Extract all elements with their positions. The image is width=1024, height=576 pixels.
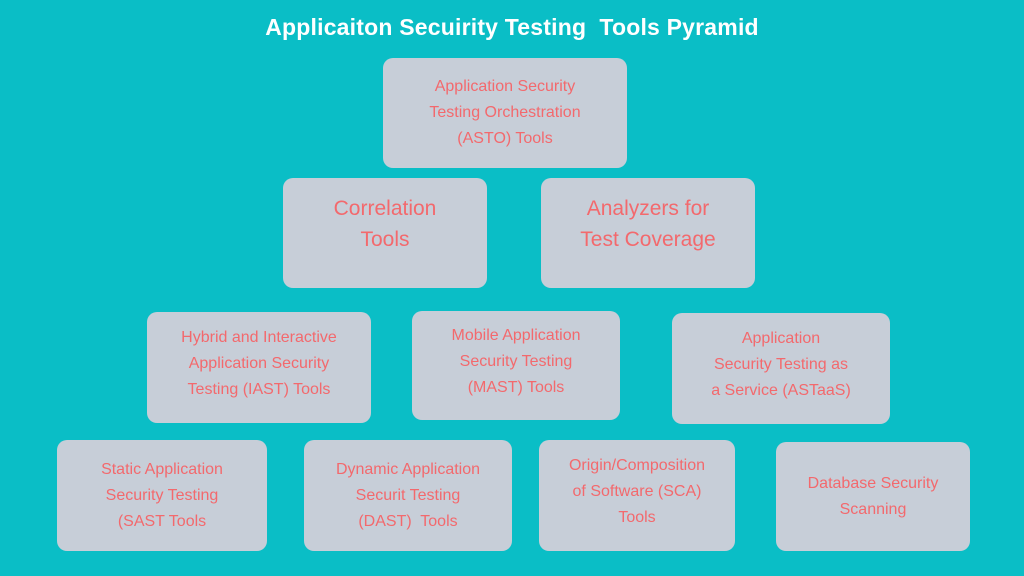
box-label: Mobile Application Security Testing (MAS… [451,326,581,396]
box-label: Application Security Testing as a Servic… [711,329,851,399]
box-label: Hybrid and Interactive Application Secur… [181,328,337,398]
box-iast-tools: Hybrid and Interactive Application Secur… [147,312,371,423]
box-sast-tools: Static Application Security Testing (SAS… [57,440,267,551]
box-label: Dynamic Application Securit Testing (DAS… [335,460,481,530]
box-astaas: Application Security Testing as a Servic… [672,313,890,424]
box-database-security-scanning: Database Security Scanning [776,442,970,551]
diagram-title: Applicaiton Secuirity Testing Tools Pyra… [265,14,759,40]
box-sca-tools: Origin/Composition of Software (SCA) Too… [539,440,735,551]
box-asto-tools: Application Security Testing Orchestrati… [383,58,627,168]
box-label: Application Security Testing Orchestrati… [429,78,581,147]
box-label: Static Application Security Testing (SAS… [101,460,223,530]
box-correlation-tools: Correlation Tools [283,178,487,288]
box-analyzers-test-coverage: Analyzers for Test Coverage [541,178,755,288]
box-label: Origin/Composition of Software (SCA) Too… [568,456,706,526]
box-label: Database Security Scanning [807,474,939,518]
box-dast-tools: Dynamic Application Securit Testing (DAS… [304,440,512,551]
box-label: Analyzers for Test Coverage [580,197,716,251]
box-label: Correlation Tools [333,197,437,251]
box-mast-tools: Mobile Application Security Testing (MAS… [412,311,620,420]
